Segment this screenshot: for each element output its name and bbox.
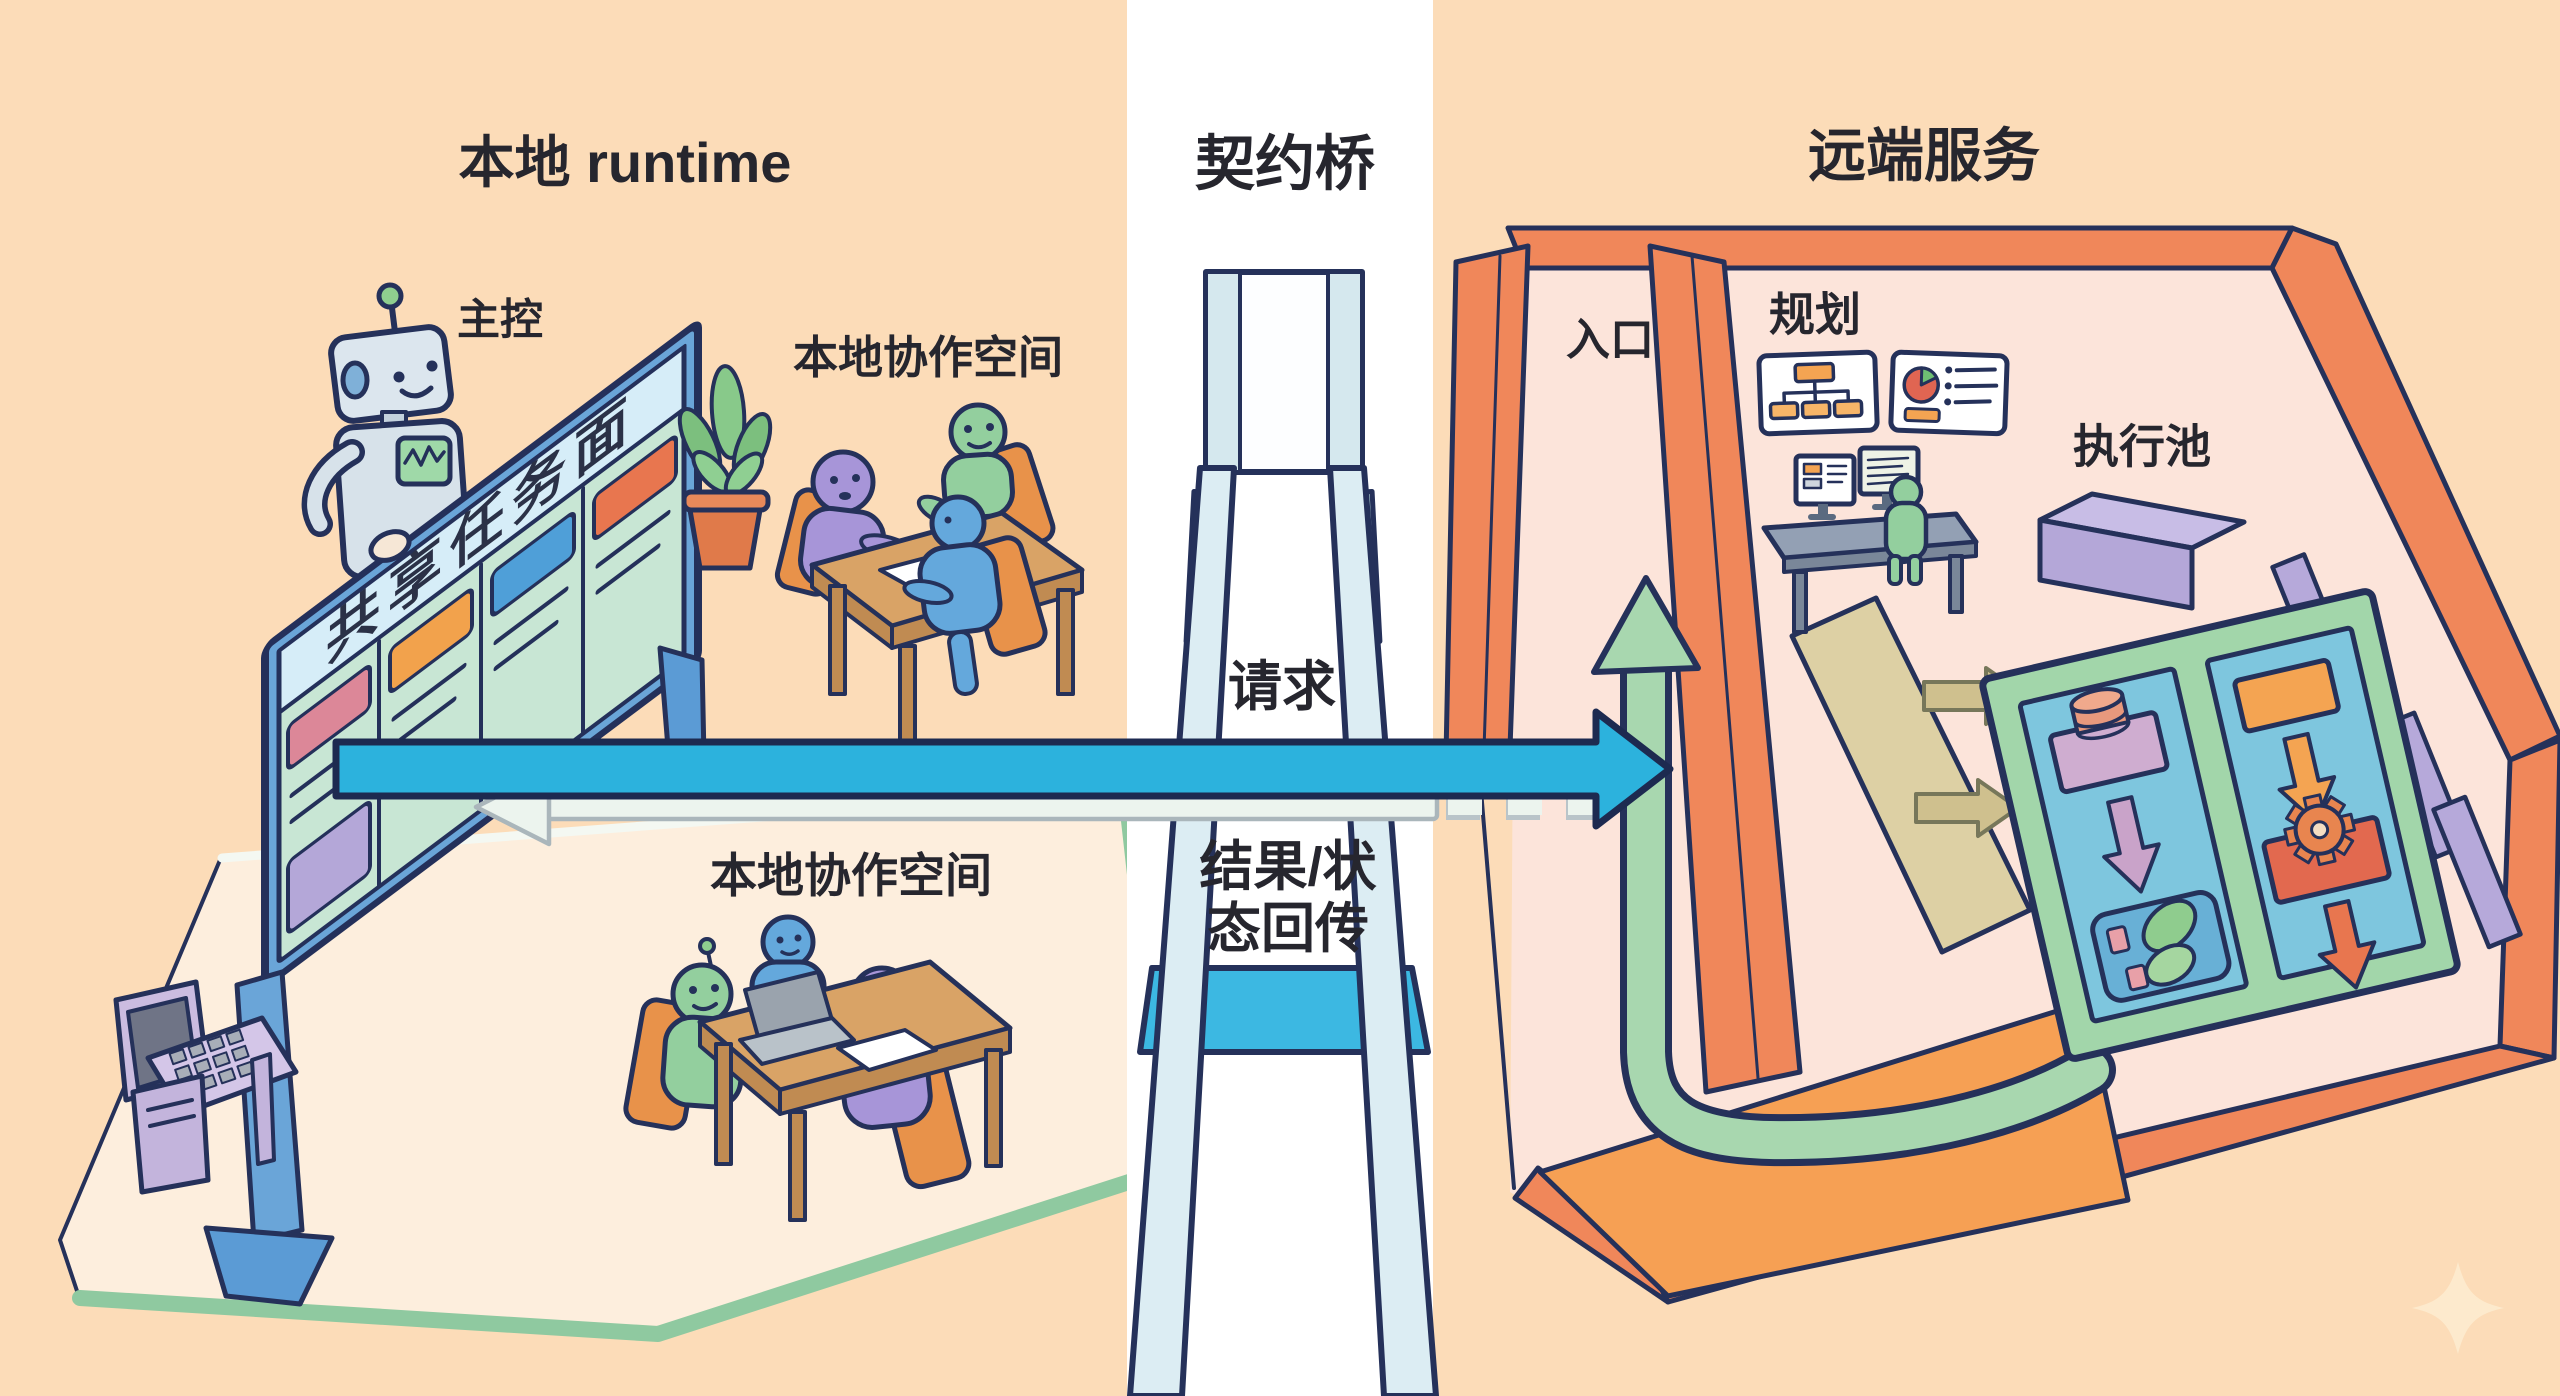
potted-plant-icon <box>677 364 773 571</box>
green-up-arrowhead <box>1591 575 1701 675</box>
task-card-orange <box>388 588 474 693</box>
label-workspace-top: 本地协作空间 <box>792 332 1064 384</box>
member-blue <box>902 494 1048 696</box>
label-request: 请求 <box>1228 656 1336 717</box>
return-pipe <box>1591 575 2116 1167</box>
planning-dashboard-tree <box>1756 349 1880 437</box>
shared-task-board: 共享任务面 <box>261 321 702 988</box>
label-entrance: 入口 <box>1566 315 1654 365</box>
task-card-pink <box>286 664 372 770</box>
left-zone: 共享任务面 <box>58 282 1174 1342</box>
bridge-rail-left <box>1127 465 1237 1396</box>
title-remote-service: 远端服务 <box>1807 123 2041 189</box>
corridor-inner-edge <box>1476 752 1516 1190</box>
right-zone <box>1443 225 2560 1305</box>
planning-dashboard-stats <box>1888 349 2010 437</box>
bridge-rail-right <box>1327 465 1439 1396</box>
sparkle-icon <box>2412 1262 2504 1354</box>
paper <box>836 1028 938 1072</box>
task-card-purple <box>286 800 372 934</box>
label-result-return: 结果/状 态回传 <box>1199 836 1376 960</box>
label-master: 主控 <box>457 296 543 345</box>
execution-pool <box>1979 588 2461 1062</box>
worker-green <box>1883 474 1929 586</box>
bridge-deck-bar <box>1137 965 1431 1055</box>
server-block <box>2037 491 2247 611</box>
label-planning: 规划 <box>1769 288 1861 341</box>
down-arrow-red <box>2317 899 2377 990</box>
collaboration-table-bottom <box>623 914 1013 1222</box>
collaboration-table-top <box>774 402 1085 744</box>
bridge-zone <box>1127 0 1439 1396</box>
label-workspace-bottom: 本地协作空间 <box>710 848 992 902</box>
request-arrow <box>332 708 1674 830</box>
title-contract-bridge: 契约桥 <box>1195 130 1375 198</box>
label-result-line2: 态回传 <box>1206 899 1369 959</box>
label-execution-pool: 执行池 <box>2073 420 2211 473</box>
robot-hand <box>368 529 412 563</box>
planner-desk <box>1761 445 1979 634</box>
title-local-runtime: 本地 runtime <box>458 130 792 194</box>
task-card-red <box>592 435 678 540</box>
gear-task <box>2232 658 2392 990</box>
down-arrow-purple <box>2102 795 2161 894</box>
laptop-icon <box>738 970 856 1066</box>
staging-ramp <box>1789 595 2033 955</box>
keyboard-keys <box>168 1028 256 1098</box>
gear-icon <box>2283 793 2357 867</box>
database-task <box>2048 687 2232 1003</box>
label-result-line1: 结果/状 <box>1199 836 1377 897</box>
laptop-terminal <box>113 979 299 1195</box>
leaf-icon <box>2141 898 2198 954</box>
flow-arrows <box>332 708 1674 847</box>
task-card-blue <box>490 511 576 617</box>
